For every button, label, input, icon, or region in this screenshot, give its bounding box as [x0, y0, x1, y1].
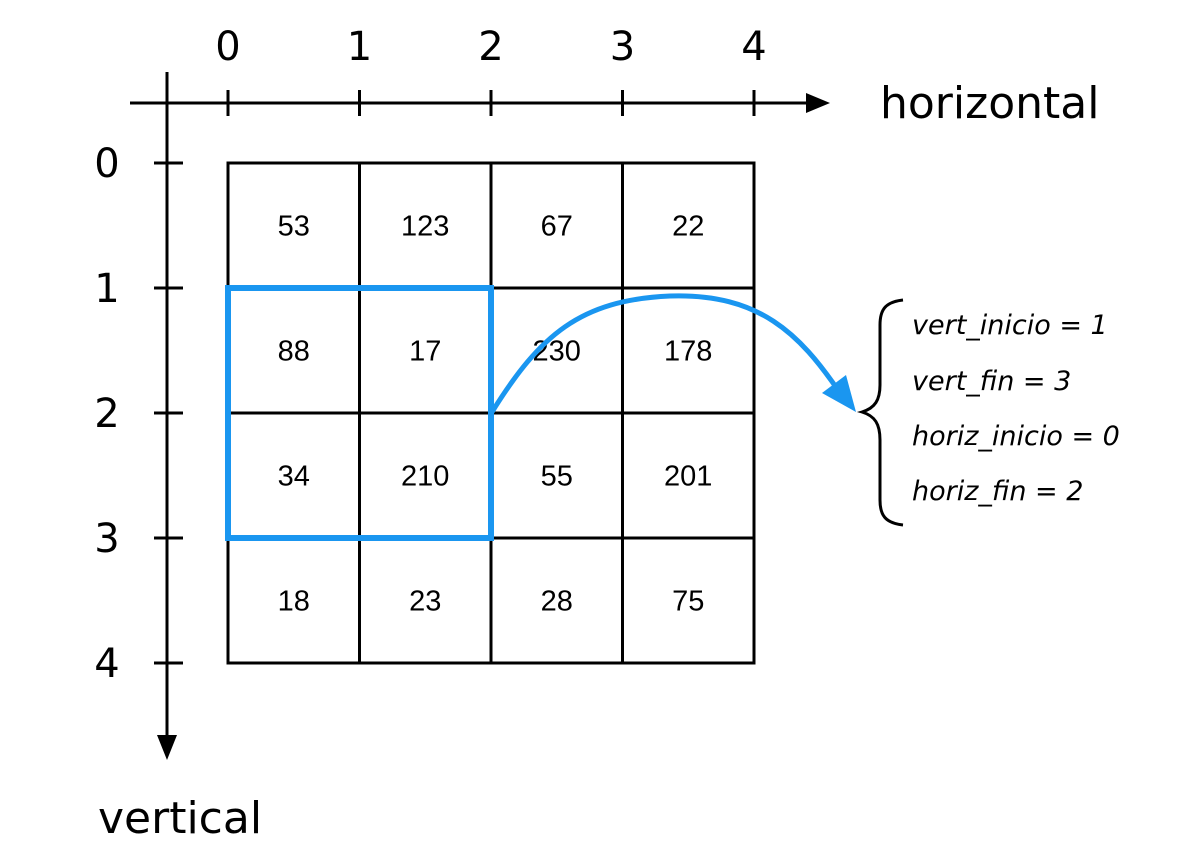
vertical-tick-label: 2	[94, 391, 119, 437]
grid-cell	[226, 161, 361, 290]
horizontal-axis-arrowhead	[806, 93, 830, 113]
vertical-axis-tick-labels: 0 1 2 3 4	[94, 141, 119, 687]
curved-arrow-head-icon	[822, 375, 856, 412]
vertical-tick-label: 1	[94, 266, 119, 312]
value-grid: 53 123 67 22 88 17 230 178 34 210 55 201 18 23 28 75	[226, 161, 756, 665]
horizontal-tick-label: 0	[215, 24, 240, 70]
annotation-horiz-fin: horiz_fin = 2	[912, 476, 1083, 507]
vertical-tick-label: 0	[94, 141, 119, 187]
grid-cell	[621, 286, 756, 415]
cell-value: 53	[278, 211, 310, 243]
cell-value: 17	[409, 336, 441, 368]
cell-value: 18	[278, 586, 310, 618]
cell-value: 210	[401, 461, 449, 493]
annotation-horiz-inicio: horiz_inicio = 0	[912, 421, 1120, 452]
horizontal-axis-tick-labels: 0 1 2 3 4	[215, 24, 766, 70]
cell-value: 123	[401, 211, 449, 243]
horizontal-tick-label: 2	[478, 24, 503, 70]
annotation-vert-fin: vert_fin = 3	[912, 366, 1071, 397]
cell-value: 178	[664, 336, 712, 368]
grid-cell	[621, 536, 756, 665]
cell-value: 75	[672, 586, 704, 618]
vertical-axis-title: vertical	[98, 793, 262, 844]
cell-value: 67	[541, 211, 573, 243]
cell-value: 230	[533, 336, 581, 368]
selection-highlight	[225, 285, 494, 541]
cell-value: 34	[278, 461, 310, 493]
horizontal-tick-label: 4	[741, 24, 766, 70]
cell-value: 23	[409, 586, 441, 618]
grid-cell	[621, 161, 756, 290]
cell-value: 55	[541, 461, 573, 493]
horizontal-tick-label: 3	[610, 24, 635, 70]
grid-cell	[226, 536, 361, 665]
cell-value: 201	[664, 461, 712, 493]
horizontal-axis-ticks	[226, 90, 756, 116]
vertical-axis-ticks	[154, 161, 183, 665]
grid-cell	[226, 411, 361, 540]
grid-cell	[621, 411, 756, 540]
horizontal-tick-label: 1	[347, 24, 372, 70]
vertical-tick-label: 4	[94, 641, 119, 687]
horizontal-axis-title: horizontal	[880, 78, 1099, 129]
grid-cell	[489, 536, 624, 665]
cell-value: 88	[278, 336, 310, 368]
curved-arrow	[489, 293, 841, 414]
grid-cell	[358, 411, 493, 540]
vertical-axis-arrowhead	[157, 735, 177, 760]
cell-value: 22	[672, 211, 704, 243]
brace-icon	[856, 298, 904, 527]
cell-value: 28	[541, 586, 573, 618]
vertical-tick-label: 3	[94, 516, 119, 562]
annotation-vert-inicio: vert_inicio = 1	[912, 310, 1108, 341]
